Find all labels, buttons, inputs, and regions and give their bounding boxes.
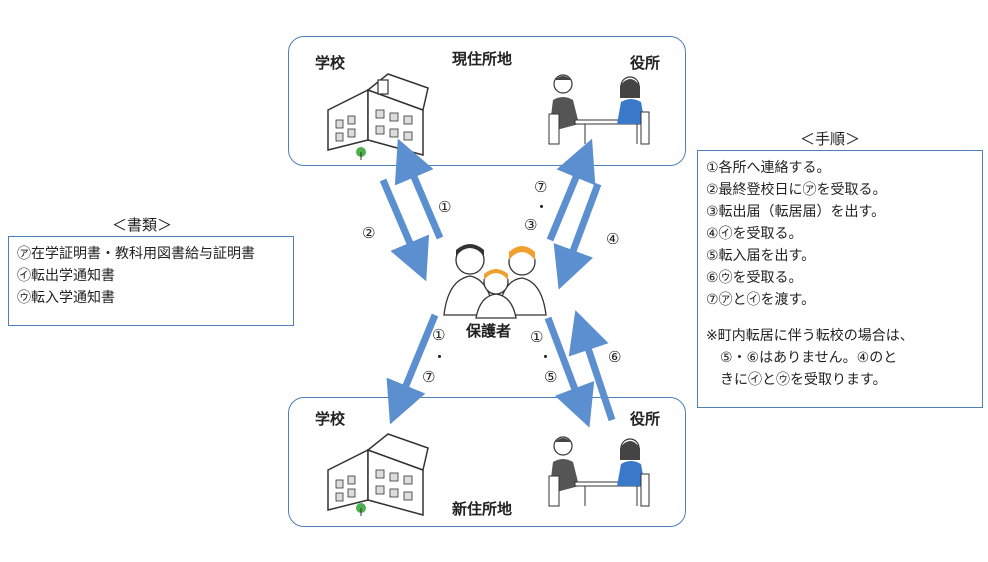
documents-title: ＜書類＞ bbox=[112, 216, 173, 234]
arrow-label-1: ① bbox=[438, 198, 452, 216]
arrow-label-dot-right: ・ bbox=[538, 348, 554, 366]
arrow-current-school-to-guardian bbox=[379, 178, 430, 282]
document-item: ㋒転入学通知書 bbox=[17, 290, 115, 306]
arrow-label-4: ④ bbox=[606, 230, 620, 248]
guardian-label: 保護者 bbox=[466, 322, 512, 340]
arrow-label-6: ⑥ bbox=[608, 348, 622, 366]
arrow-label-1-left-bottom: ① bbox=[432, 326, 446, 344]
procedure-note-line: ※町内転居に伴う転校の場合は、 bbox=[706, 328, 914, 344]
school-building-icon bbox=[327, 73, 429, 160]
procedure-step: ⑥㋒を受取る。 bbox=[706, 270, 803, 286]
procedure-note-line: ⑤・⑥はありません。④のと bbox=[706, 350, 898, 366]
school-building-icon bbox=[327, 433, 429, 516]
procedure-step: ④㋑を受取る。 bbox=[706, 226, 803, 242]
arrow-guardian-to-new-office bbox=[544, 316, 595, 428]
document-item: ㋑転出学通知書 bbox=[17, 268, 115, 284]
current-office-label: 役所 bbox=[630, 54, 661, 72]
arrow-guardian-to-current-office bbox=[546, 138, 596, 242]
flow-arrows bbox=[379, 138, 616, 428]
new-school-label: 学校 bbox=[315, 410, 346, 428]
procedure-step: ⑦㋐と㋑を渡す。 bbox=[706, 292, 816, 308]
arrow-new-office-to-guardian bbox=[568, 310, 616, 422]
procedure-step: ②最終登校日に㋐を受取る。 bbox=[706, 182, 887, 198]
current-school-label: 学校 bbox=[315, 54, 346, 72]
office-counter-icon bbox=[548, 74, 650, 145]
arrow-label-5: ⑤ bbox=[544, 368, 558, 386]
document-item: ㋐在学証明書・教科用図書給与証明書 bbox=[17, 246, 255, 262]
arrow-label-7-top: ⑦ bbox=[534, 178, 548, 196]
arrow-label-dot: ・ bbox=[534, 198, 550, 216]
arrow-label-dot-left: ・ bbox=[432, 348, 448, 366]
arrow-label-2: ② bbox=[362, 224, 376, 242]
new-address-title: 新住所地 bbox=[452, 500, 513, 518]
current-address-title: 現住所地 bbox=[452, 50, 513, 68]
arrow-current-office-to-guardian bbox=[553, 182, 602, 290]
office-counter-icon bbox=[548, 436, 650, 507]
new-office-label: 役所 bbox=[630, 410, 661, 428]
documents-panel: ㋐在学証明書・教科用図書給与証明書 ㋑転出学通知書 ㋒転入学通知書 bbox=[8, 236, 294, 326]
procedure-panel: ①各所へ連絡する。 ②最終登校日に㋐を受取る。 ③転出届（転居届）を出す。 ④㋑… bbox=[697, 150, 983, 408]
arrow-label-1-right-bottom: ① bbox=[530, 328, 544, 346]
procedure-step: ⑤転入届を出す。 bbox=[706, 248, 816, 264]
procedure-step: ①各所へ連絡する。 bbox=[706, 160, 831, 176]
procedure-note-line: きに㋑と㋒を受取ります。 bbox=[706, 372, 887, 388]
arrow-label-7-left: ⑦ bbox=[422, 368, 436, 386]
guardian-family-icon bbox=[443, 244, 547, 319]
procedure-title: ＜手順＞ bbox=[800, 130, 861, 148]
procedure-step: ③転出届（転居届）を出す。 bbox=[706, 204, 886, 220]
arrow-guardian-to-current-school bbox=[394, 138, 444, 240]
arrow-label-3: ③ bbox=[524, 216, 538, 234]
arrow-guardian-to-new-school bbox=[386, 313, 439, 425]
